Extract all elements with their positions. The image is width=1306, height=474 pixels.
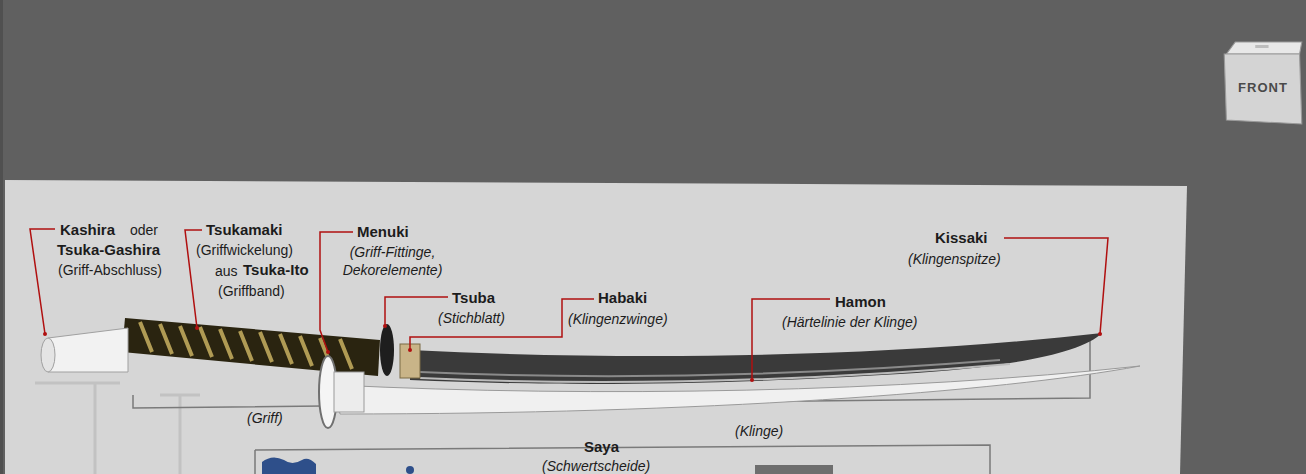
part-name: Tsuba xyxy=(452,289,495,307)
section-label: (Klinge) xyxy=(735,422,783,440)
part-name: Habaki xyxy=(598,289,647,307)
part-name: Tsuka-Ito xyxy=(243,261,309,279)
connector-word: aus xyxy=(215,262,238,280)
part-name: Kissaki xyxy=(935,229,988,247)
part-translation: (Griffband) xyxy=(218,282,285,300)
part-translation: (Griff-Fittinge, Dekorelemente) xyxy=(330,243,455,279)
part-name: Saya xyxy=(584,438,619,456)
part-translation: (Klingenzwinge) xyxy=(568,310,668,328)
part-translation: (Griffwickelung) xyxy=(196,241,293,259)
part-name: Kashira xyxy=(60,221,115,239)
part-name: Hamon xyxy=(835,293,886,311)
part-translation: (Stichblatt) xyxy=(438,309,505,327)
part-name: Tsuka-Gashira xyxy=(57,241,160,259)
part-translation: (Schwertscheide) xyxy=(542,457,650,474)
part-translation: (Klingenspitze) xyxy=(908,250,1001,268)
part-translation: (Griff-Abschluss) xyxy=(58,261,162,279)
part-translation: (Härtelinie der Klinge) xyxy=(782,313,917,331)
view-cube: FRONT xyxy=(1222,40,1304,126)
view-label: FRONT xyxy=(1222,80,1304,95)
part-name: Menuki xyxy=(357,223,409,241)
part-name: Tsukamaki xyxy=(206,221,282,239)
section-label: (Griff) xyxy=(247,409,283,427)
connector-word: oder xyxy=(130,221,158,239)
